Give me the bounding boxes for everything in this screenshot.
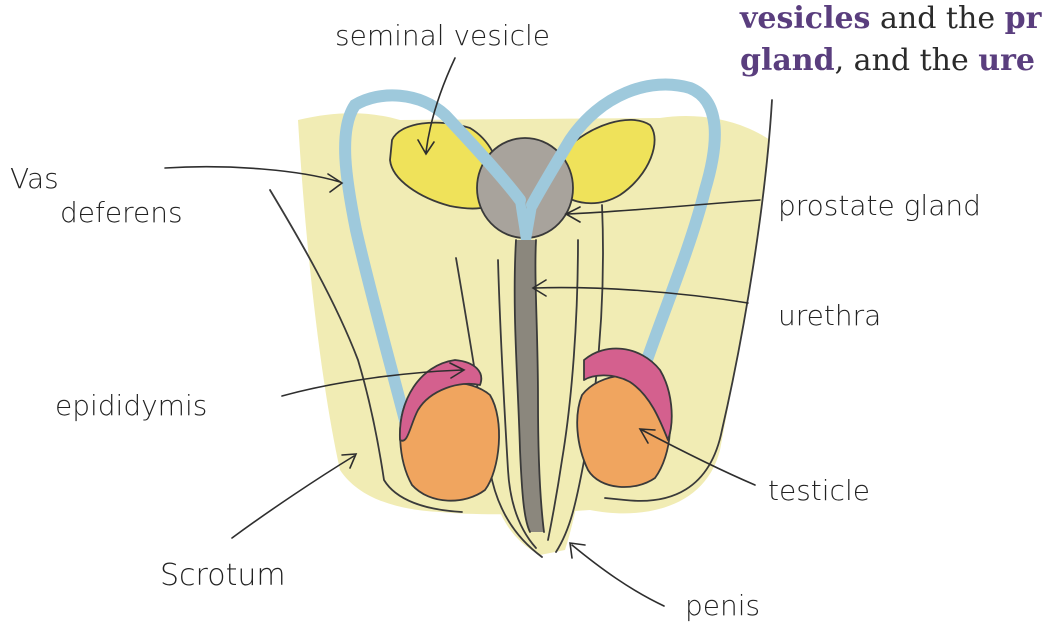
- book-text-fragment: ure: [978, 43, 1035, 78]
- book-text: vesicles and the pr gland, and the ure: [739, 1, 1043, 78]
- penis-pointer: [570, 543, 664, 606]
- label-vas: Vas: [10, 162, 59, 195]
- label-scrotum: Scrotum: [160, 558, 286, 593]
- label-penis: penis: [685, 589, 760, 622]
- scrotum-pointer: [232, 454, 356, 538]
- book-text-fragment: , and the: [835, 43, 979, 78]
- book-text-line-1: vesicles and the pr: [739, 1, 1043, 36]
- book-text-fragment: vesicles: [739, 1, 870, 36]
- book-text-fragment: gland: [740, 43, 835, 78]
- book-text-line-2: gland, and the ure: [740, 43, 1035, 78]
- book-text-fragment: and the: [870, 1, 1004, 36]
- label-deferens: deferens: [60, 196, 183, 229]
- label-epididymis: epididymis: [55, 389, 207, 422]
- label-testicle: testicle: [768, 474, 870, 507]
- label-seminal-vesicle: seminal vesicle: [335, 19, 550, 52]
- label-urethra: urethra: [778, 299, 881, 332]
- book-text-fragment: pr: [1005, 1, 1043, 36]
- label-prostate-gland: prostate gland: [778, 189, 981, 222]
